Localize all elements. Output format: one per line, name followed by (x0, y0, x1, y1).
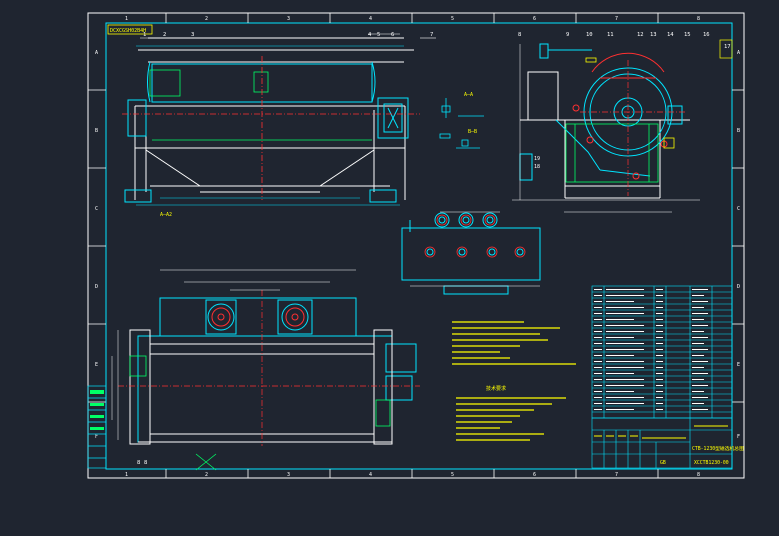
callout-front: 5 (377, 32, 380, 38)
column-number-bottom: 1 (125, 472, 128, 478)
row-letter-right: E (737, 362, 740, 368)
callout-side: 11 (607, 32, 614, 38)
column-number-top: 1 (125, 16, 128, 22)
drawing-title: CTB-1230型磁选机总图 (692, 445, 744, 452)
tag-text: DCXCGSH02B4H (110, 28, 146, 34)
side-view: 8 9 10 11 12 13 14 15 16 17 19 18 (512, 32, 733, 213)
column-number-bottom: 2 (205, 472, 208, 478)
row-letter-left: B (95, 128, 98, 134)
callout-side: 9 (566, 32, 569, 38)
callout-side: 10 (586, 32, 593, 38)
column-number-top: 4 (369, 16, 372, 22)
callout-side: 15 (684, 32, 691, 38)
column-number-bottom: 5 (451, 472, 454, 478)
column-number-bottom: 3 (287, 472, 290, 478)
row-letter-right: D (737, 284, 740, 290)
row-letter-left: E (95, 362, 98, 368)
svg-text:8: 8 (144, 460, 147, 466)
row-letter-left: D (95, 284, 98, 290)
callout-front: 4 (368, 32, 372, 38)
drawing-number: XCCTB1230-00 (694, 460, 729, 466)
column-number-bottom: 6 (533, 472, 536, 478)
callout-front: 3 (191, 32, 194, 38)
row-letter-left: F (95, 434, 98, 440)
base-detail (401, 211, 541, 295)
tag-box: DCXCGSH02B4H (107, 24, 153, 35)
column-number-top: 7 (615, 16, 618, 22)
callout-side: 17 (724, 44, 731, 50)
material-label: GB (660, 460, 666, 466)
column-number-bottom: 7 (615, 472, 618, 478)
row-letter-left: A (95, 50, 98, 56)
column-number-top: 5 (451, 16, 454, 22)
parts-list (591, 285, 733, 419)
title-block (591, 417, 733, 469)
title-block-text: CTB-1230型磁选机总图 XCCTB1230-00 GB (594, 425, 744, 466)
row-letter-right: F (737, 434, 740, 440)
parts-list-text (594, 289, 708, 410)
notes-heading: 技术要求 (486, 385, 506, 392)
technical-notes (452, 321, 576, 441)
section-marks: A—A B—B A—A2 (160, 92, 484, 218)
plan-view: 8 8 (111, 269, 420, 471)
callout-front: 1 (143, 32, 146, 38)
section-a-label: A—A (464, 92, 473, 98)
callout-front: 2 (163, 32, 166, 38)
callout-front: 6 (391, 32, 394, 38)
side-tag-18: 18 (534, 164, 540, 170)
column-number-top: 8 (697, 16, 700, 22)
column-number-top: 3 (287, 16, 290, 22)
side-tag-19: 19 (534, 156, 540, 162)
column-number-bottom: 4 (369, 472, 372, 478)
row-letter-right: C (737, 206, 740, 212)
svg-text:8: 8 (137, 460, 140, 466)
view-label: A—A2 (160, 212, 172, 218)
callout-side: 12 (637, 32, 644, 38)
column-number-top: 2 (205, 16, 208, 22)
row-letter-right: B (737, 128, 740, 134)
callout-side: 14 (667, 32, 674, 38)
column-number-bottom: 8 (697, 472, 700, 478)
column-number-top: 6 (533, 16, 536, 22)
row-letter-right: A (737, 50, 740, 56)
section-b-label: B—B (468, 129, 477, 135)
callout-side: 8 (518, 32, 521, 38)
callout-side: 13 (650, 32, 657, 38)
row-letter-left: C (95, 206, 98, 212)
margin-stamp (87, 385, 107, 469)
callout-front: 7 (430, 32, 433, 38)
callout-side: 16 (703, 32, 710, 38)
